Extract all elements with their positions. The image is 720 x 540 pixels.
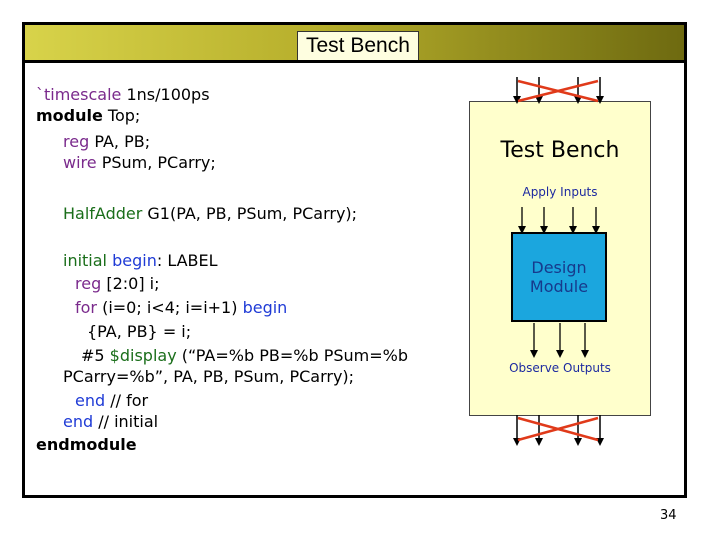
code-line-5: HalfAdder G1(PA, PB, PSum, PCarry);	[63, 203, 357, 224]
timescale-directive: `timescale	[36, 85, 122, 104]
code-line-2: module Top;	[36, 105, 140, 126]
delay-text: #5	[81, 346, 110, 365]
code-text: (“PA=%b PB=%b PSum=%b	[176, 346, 408, 365]
observe-output-arrows	[530, 323, 589, 358]
end-keyword: end	[75, 391, 106, 410]
code-text: // for	[105, 391, 149, 410]
top-input-arrows	[513, 77, 604, 104]
title-bar: Test Bench	[25, 25, 684, 63]
observe-outputs-label: Observe Outputs	[509, 361, 611, 375]
reg-keyword: reg	[63, 132, 90, 151]
code-text: [2:0] i;	[101, 274, 160, 293]
code-line-8: for (i=0; i<4; i=i+1) begin	[75, 297, 287, 318]
code-text: G1(PA, PB, PSum, PCarry);	[142, 204, 358, 223]
design-module-box: Design Module	[511, 232, 607, 322]
code-line-13: end // initial	[63, 411, 158, 432]
code-text: PSum, PCarry;	[96, 153, 216, 172]
code-line-1: `timescale 1ns/100ps	[36, 84, 210, 105]
bottom-output-arrows	[513, 415, 604, 446]
display-sysfunc: $display	[109, 346, 177, 365]
code-line-14: endmodule	[36, 434, 137, 455]
initial-keyword: initial	[63, 251, 107, 270]
apply-input-arrows	[518, 207, 600, 234]
module-keyword: module	[36, 106, 103, 125]
code-text: // initial	[93, 412, 159, 431]
code-line-10: #5 $display (“PA=%b PB=%b PSum=%b	[81, 345, 408, 366]
begin-keyword: begin	[112, 251, 157, 270]
end-keyword: end	[63, 412, 94, 431]
code-text: PCarry=%b”, PA, PB, PSum, PCarry);	[63, 367, 355, 386]
code-text: Top;	[102, 106, 141, 125]
design-module-line2: Module	[529, 277, 589, 296]
design-module-line1: Design	[531, 258, 587, 277]
code-line-9: {PA, PB} = i;	[87, 321, 191, 342]
cross-line-red	[517, 79, 599, 103]
endmodule-keyword: endmodule	[36, 435, 137, 454]
code-line-3: reg PA, PB;	[63, 131, 150, 152]
begin-keyword: begin	[242, 298, 288, 317]
page-number: 34	[660, 508, 677, 523]
code-text: 1ns/100ps	[121, 85, 210, 104]
code-line-12: end // for	[75, 390, 148, 411]
code-line-11: PCarry=%b”, PA, PB, PSum, PCarry);	[63, 366, 354, 387]
apply-inputs-label: Apply Inputs	[522, 185, 598, 199]
code-text: {PA, PB} = i;	[87, 322, 192, 341]
code-text: : LABEL	[156, 251, 218, 270]
code-text: PA, PB;	[89, 132, 151, 151]
wire-keyword: wire	[63, 153, 97, 172]
code-line-4: wire PSum, PCarry;	[63, 152, 216, 173]
code-line-7: reg [2:0] i;	[75, 273, 159, 294]
code-line-6: initial begin: LABEL	[63, 250, 218, 271]
cross-line-red	[517, 416, 599, 442]
testbench-title: Test Bench	[500, 138, 620, 163]
slide-title: Test Bench	[297, 31, 419, 60]
for-keyword: for	[75, 298, 97, 317]
module-instance-name: HalfAdder	[63, 204, 143, 223]
reg-keyword: reg	[75, 274, 102, 293]
code-text: (i=0; i<4; i=i+1)	[97, 298, 243, 317]
